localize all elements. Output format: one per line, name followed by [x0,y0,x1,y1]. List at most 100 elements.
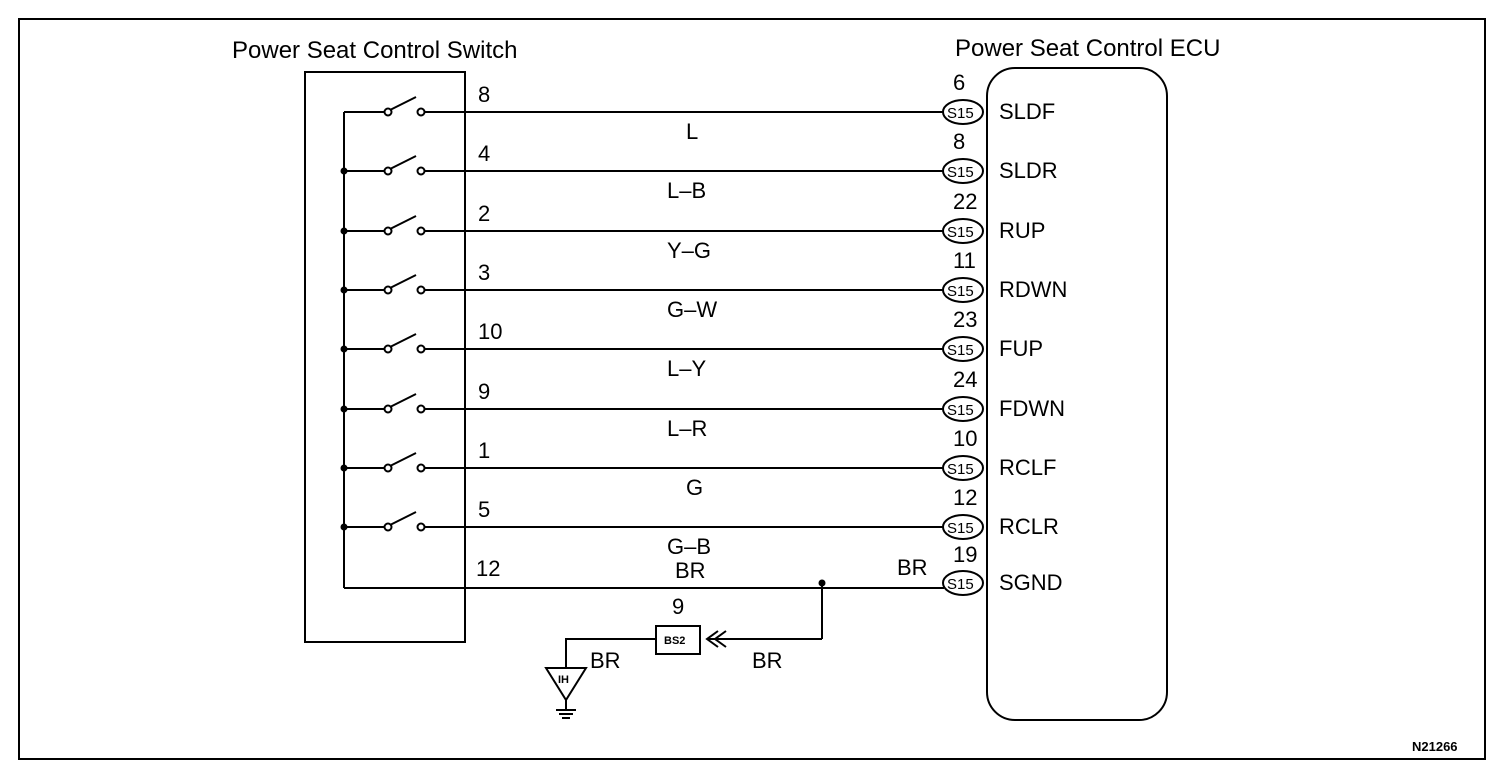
switch-pin-label: 9 [478,379,490,404]
ground-wire-color-near-ecu: BR [897,555,928,580]
ecu-signal-label: FUP [999,336,1043,361]
switch-lever [389,274,417,289]
ground-wire-color-main: BR [675,558,706,583]
ecu-block-title: Power Seat Control ECU [955,35,1220,62]
ecu-connector [942,99,984,125]
ecu-pin-label: 23 [953,307,977,332]
switch-lever [389,215,417,230]
ecu-signal-label: RDWN [999,277,1067,302]
ecu-connector-label: S15 [947,224,974,241]
ground-point-label: IH [558,674,569,686]
ecu-connector [942,158,984,184]
ecu-pin-label: 10 [953,426,977,451]
ground-ecu-pin: 19 [953,542,977,567]
switch-pin-label: 3 [478,260,490,285]
ground-ecu-connector [942,570,984,596]
switch-contact [383,226,393,236]
switch-lever [389,511,417,526]
switch-contact [416,522,426,532]
switch-contact [416,344,426,354]
branch-arrow-icon [705,630,719,648]
ground-switch-pin: 12 [476,556,500,581]
switch-block-outline [304,71,466,643]
switch-block-title: Power Seat Control Switch [232,37,517,64]
ecu-pin-label: 8 [953,129,965,154]
bs2-connector-pin: 9 [672,594,684,619]
ecu-signal-label: RUP [999,218,1045,243]
ecu-connector-label: S15 [947,520,974,537]
ecu-signal-label: FDWN [999,396,1065,421]
ground-lead [565,638,656,668]
switch-lever [389,96,417,111]
ecu-connector [942,336,984,362]
switch-lever [389,333,417,348]
wire-color-label: L–B [667,178,706,203]
switch-contact [416,107,426,117]
ground-point-icon [544,667,588,702]
switch-pin-label: 8 [478,82,490,107]
ecu-connector [942,277,984,303]
bs2-connector-label: BS2 [664,635,685,647]
ecu-connector-label: S15 [947,342,974,359]
ecu-pin-label: 6 [953,70,965,95]
wire-color-label: L [686,119,698,144]
wire-color-label: G [686,475,703,500]
ecu-pin-label: 24 [953,367,977,392]
switch-contact [416,226,426,236]
ecu-pin-label: 11 [953,248,976,273]
switch-pin-label: 2 [478,201,490,226]
ecu-pin-label: 22 [953,189,977,214]
wire-color-label: L–R [667,416,707,441]
ground-signal: SGND [999,570,1063,595]
switch-contact [416,285,426,295]
switch-contact [383,107,393,117]
ecu-connector-label: S15 [947,283,974,300]
ecu-connector-label: S15 [947,105,974,122]
ecu-signal-label: RCLF [999,455,1056,480]
switch-contact [383,285,393,295]
wire-color-label: L–Y [667,356,706,381]
ecu-pin-label: 12 [953,485,977,510]
ecu-signal-label: SLDR [999,158,1058,183]
switch-contact [383,522,393,532]
switch-lever [389,155,417,170]
switch-contact [383,344,393,354]
switch-lever [389,393,417,408]
switch-contact [383,463,393,473]
ecu-connector-label: S15 [947,402,974,419]
ground-wire-color: BR [590,648,621,673]
ground-ecu-connector-label: S15 [947,576,974,593]
ecu-block-outline [986,67,1168,721]
ecu-connector-label: S15 [947,461,974,478]
diagram-id: N21266 [1412,739,1458,754]
ecu-connector [942,455,984,481]
wire-color-label: G–B [667,534,711,559]
wire-color-label: Y–G [667,238,711,263]
switch-pin-label: 1 [478,438,490,463]
switch-contact [383,166,393,176]
branch-wire-color: BR [752,648,783,673]
wire-color-label: G–W [667,297,717,322]
switch-contact [383,404,393,414]
branch-arrow-icon-2 [713,630,727,648]
ecu-signal-label: RCLR [999,514,1059,539]
ground-circuit: 12 BR BR 19 S15 SGND BR BS2 9 BR IH [344,542,1063,719]
switch-contact [416,166,426,176]
switch-pin-label: 10 [478,319,502,344]
ecu-connector [942,396,984,422]
switch-contact [416,404,426,414]
switch-lever [389,452,417,467]
ecu-connector [942,514,984,540]
ecu-connector-label: S15 [947,164,974,181]
ecu-signal-label: SLDF [999,99,1055,124]
